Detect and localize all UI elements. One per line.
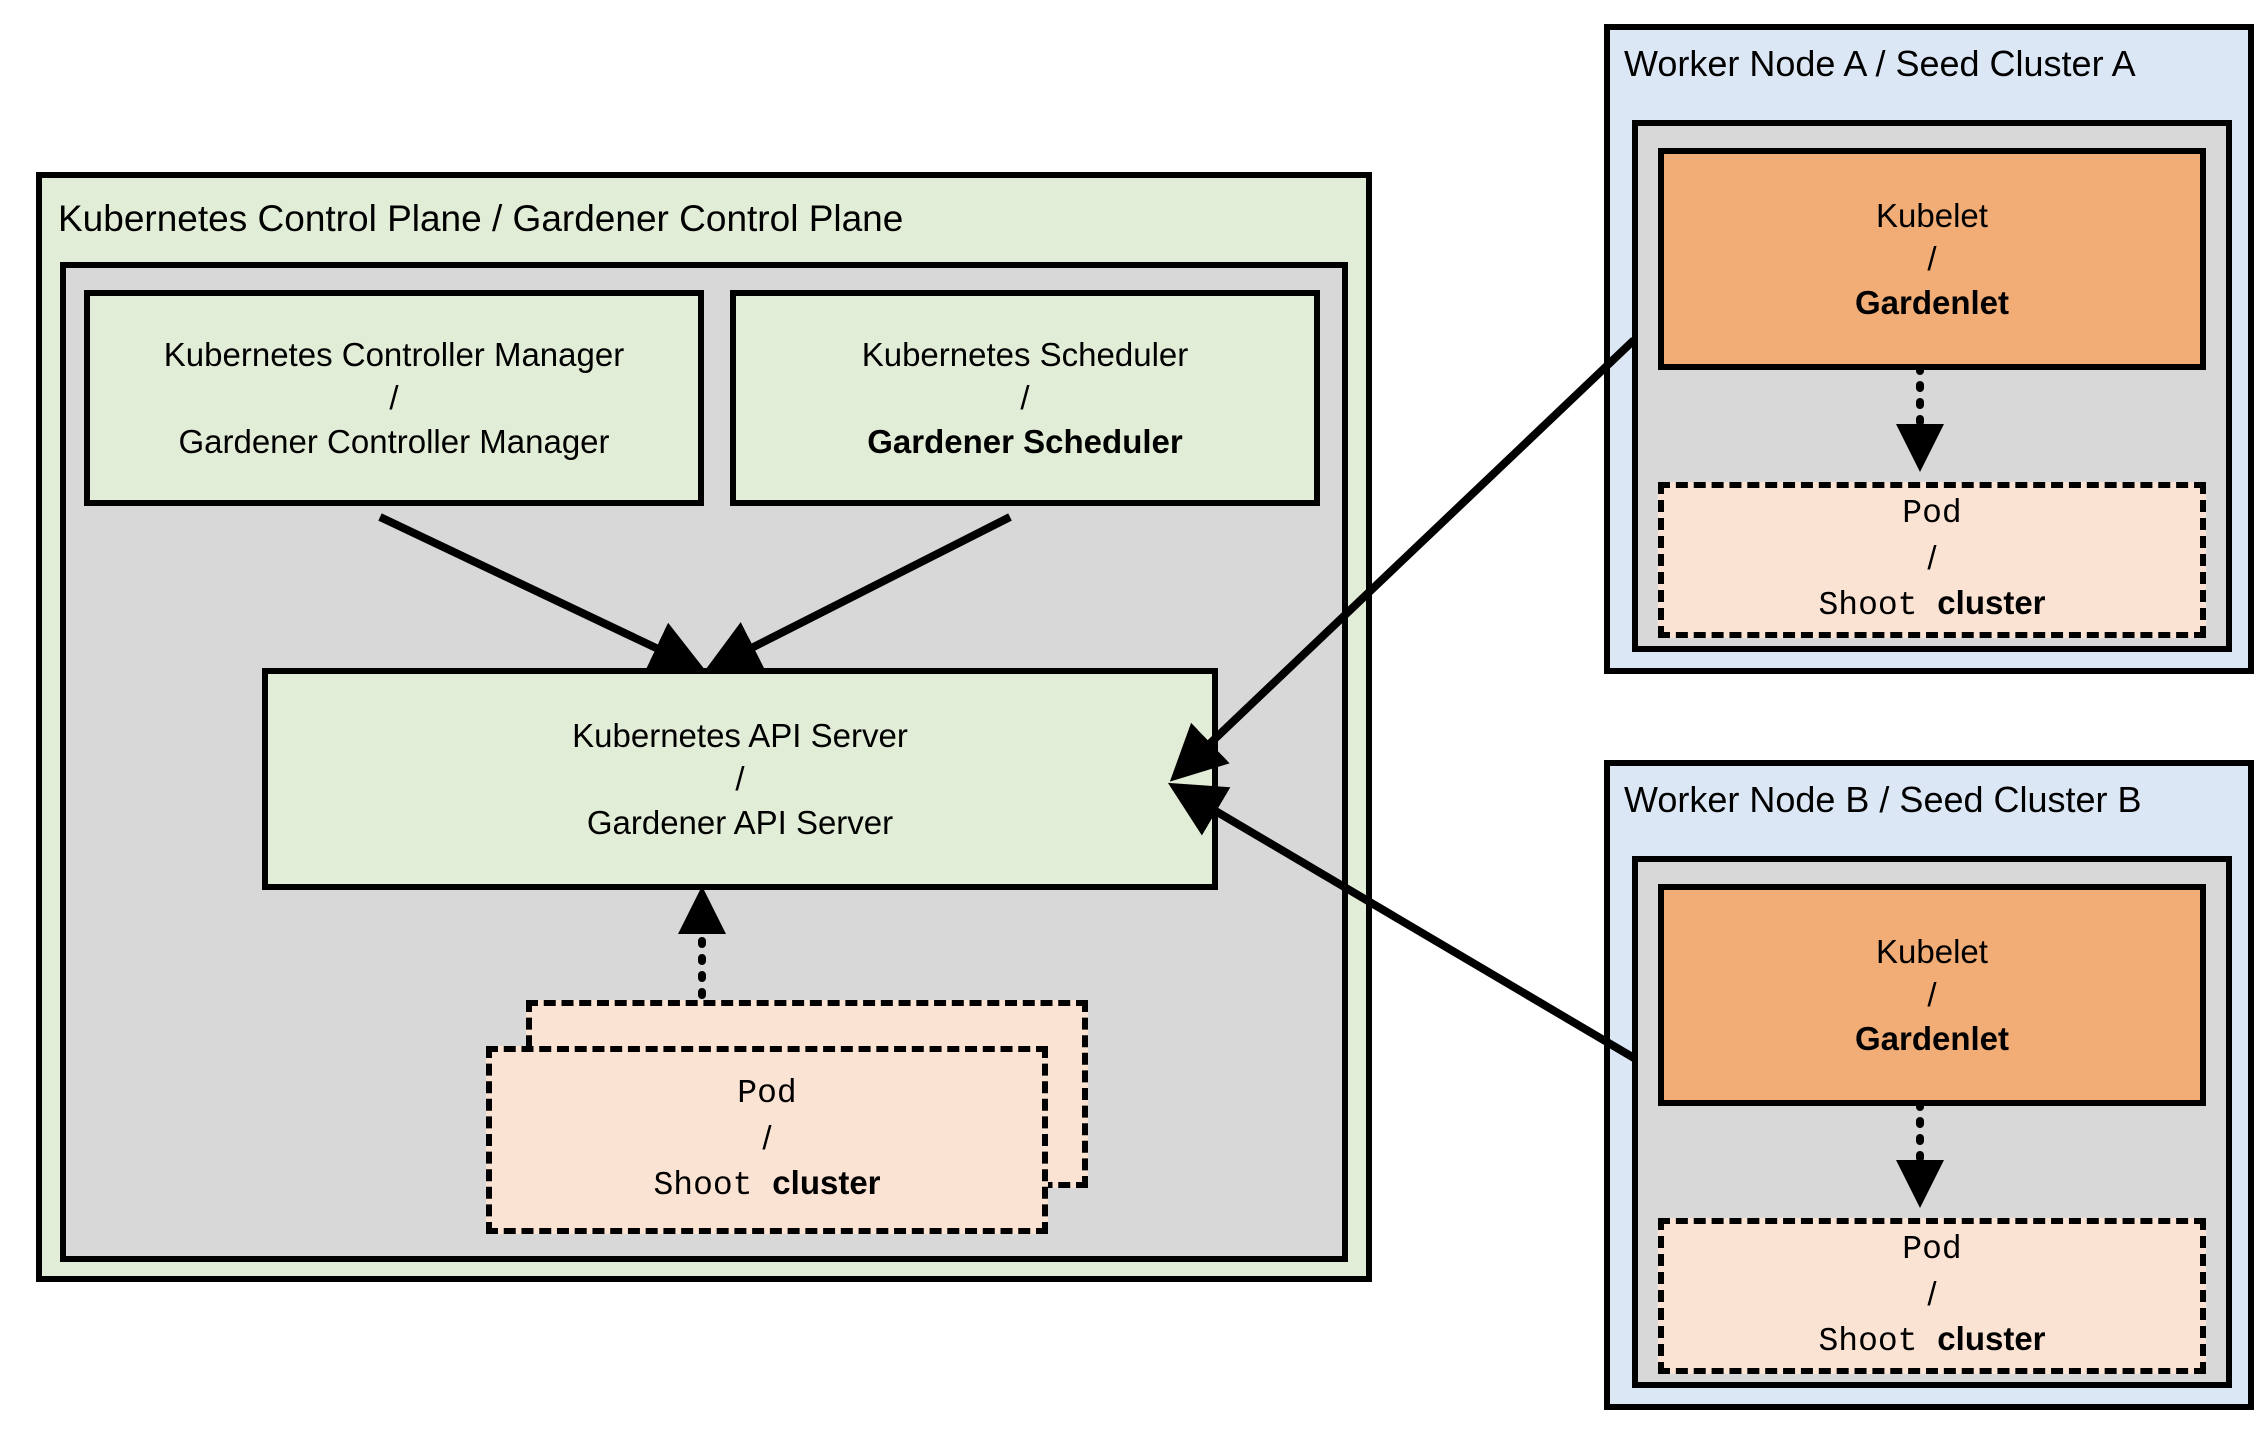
pod-b-line2-bold: cluster: [1937, 1319, 2046, 1357]
controller-manager-slash: /: [389, 379, 399, 417]
control-plane-pod-line1: Pod: [737, 1074, 797, 1112]
gardenlet-b-line2: Gardenlet: [1854, 1019, 2010, 1057]
controller-manager-line1: Kubernetes Controller Manager: [163, 335, 625, 373]
control-plane-pod-box[interactable]: Pod / Shoot cluster: [486, 1046, 1048, 1234]
pod-a-line1: Pod: [1902, 494, 1962, 532]
pod-b-slash: /: [1927, 1275, 1937, 1313]
kubelet-gardenlet-b-box[interactable]: Kubelet / Gardenlet: [1658, 884, 2206, 1106]
worker-node-b-inner-area: Kubelet / Gardenlet Pod / Shoot cluster: [1632, 856, 2232, 1388]
worker-node-a-inner-area: Kubelet / Gardenlet Pod / Shoot cluster: [1632, 120, 2232, 652]
worker-node-b-title: Worker Node B / Seed Cluster B: [1624, 779, 2142, 820]
api-server-line2: Gardener API Server: [586, 803, 894, 841]
scheduler-line2: Gardener Scheduler: [867, 422, 1183, 460]
kubelet-b-slash: /: [1927, 976, 1937, 1014]
control-plane-pod-slash: /: [762, 1119, 772, 1157]
kubelet-b-line1: Kubelet: [1876, 932, 1988, 970]
controller-manager-line2: Gardener Controller Manager: [178, 422, 610, 460]
scheduler-slash: /: [1020, 379, 1030, 417]
worker-node-b-panel: Worker Node B / Seed Cluster B Kubelet /…: [1604, 760, 2254, 1410]
control-plane-inner-area: Kubernetes Controller Manager / Gardener…: [60, 262, 1348, 1262]
pod-a-line2-prefix: Shoot: [1818, 586, 1938, 624]
worker-node-a-title: Worker Node A / Seed Cluster A: [1624, 43, 2136, 84]
control-plane-pod-line2-bold: cluster: [772, 1163, 881, 1201]
control-plane-pod-line2: Shoot cluster: [653, 1161, 880, 1209]
pod-b-line1: Pod: [1902, 1230, 1962, 1268]
kubelet-gardenlet-a-box[interactable]: Kubelet / Gardenlet: [1658, 148, 2206, 370]
control-plane-panel: Kubernetes Control Plane / Gardener Cont…: [36, 172, 1372, 1282]
kubernetes-controller-manager-box[interactable]: Kubernetes Controller Manager / Gardener…: [84, 290, 704, 506]
kubernetes-api-server-box[interactable]: Kubernetes API Server / Gardener API Ser…: [262, 668, 1218, 890]
kubelet-a-slash: /: [1927, 240, 1937, 278]
pod-b-line2: Shoot cluster: [1818, 1317, 2045, 1365]
pod-a-box[interactable]: Pod / Shoot cluster: [1658, 482, 2206, 638]
api-server-line1: Kubernetes API Server: [572, 716, 908, 754]
pod-a-line2: Shoot cluster: [1818, 581, 2045, 629]
pod-a-slash: /: [1927, 539, 1937, 577]
kubelet-a-line1: Kubelet: [1876, 196, 1988, 234]
control-plane-pod-line2-prefix: Shoot: [653, 1166, 773, 1204]
scheduler-line1: Kubernetes Scheduler: [861, 335, 1189, 373]
pod-b-line2-prefix: Shoot: [1818, 1322, 1938, 1360]
control-plane-title: Kubernetes Control Plane / Gardener Cont…: [58, 198, 904, 239]
worker-node-a-panel: Worker Node A / Seed Cluster A Kubelet /…: [1604, 24, 2254, 674]
api-server-slash: /: [735, 760, 745, 798]
pod-a-line2-bold: cluster: [1937, 583, 2046, 621]
kubernetes-scheduler-box[interactable]: Kubernetes Scheduler / Gardener Schedule…: [730, 290, 1320, 506]
gardenlet-a-line2: Gardenlet: [1854, 283, 2010, 321]
pod-b-box[interactable]: Pod / Shoot cluster: [1658, 1218, 2206, 1374]
